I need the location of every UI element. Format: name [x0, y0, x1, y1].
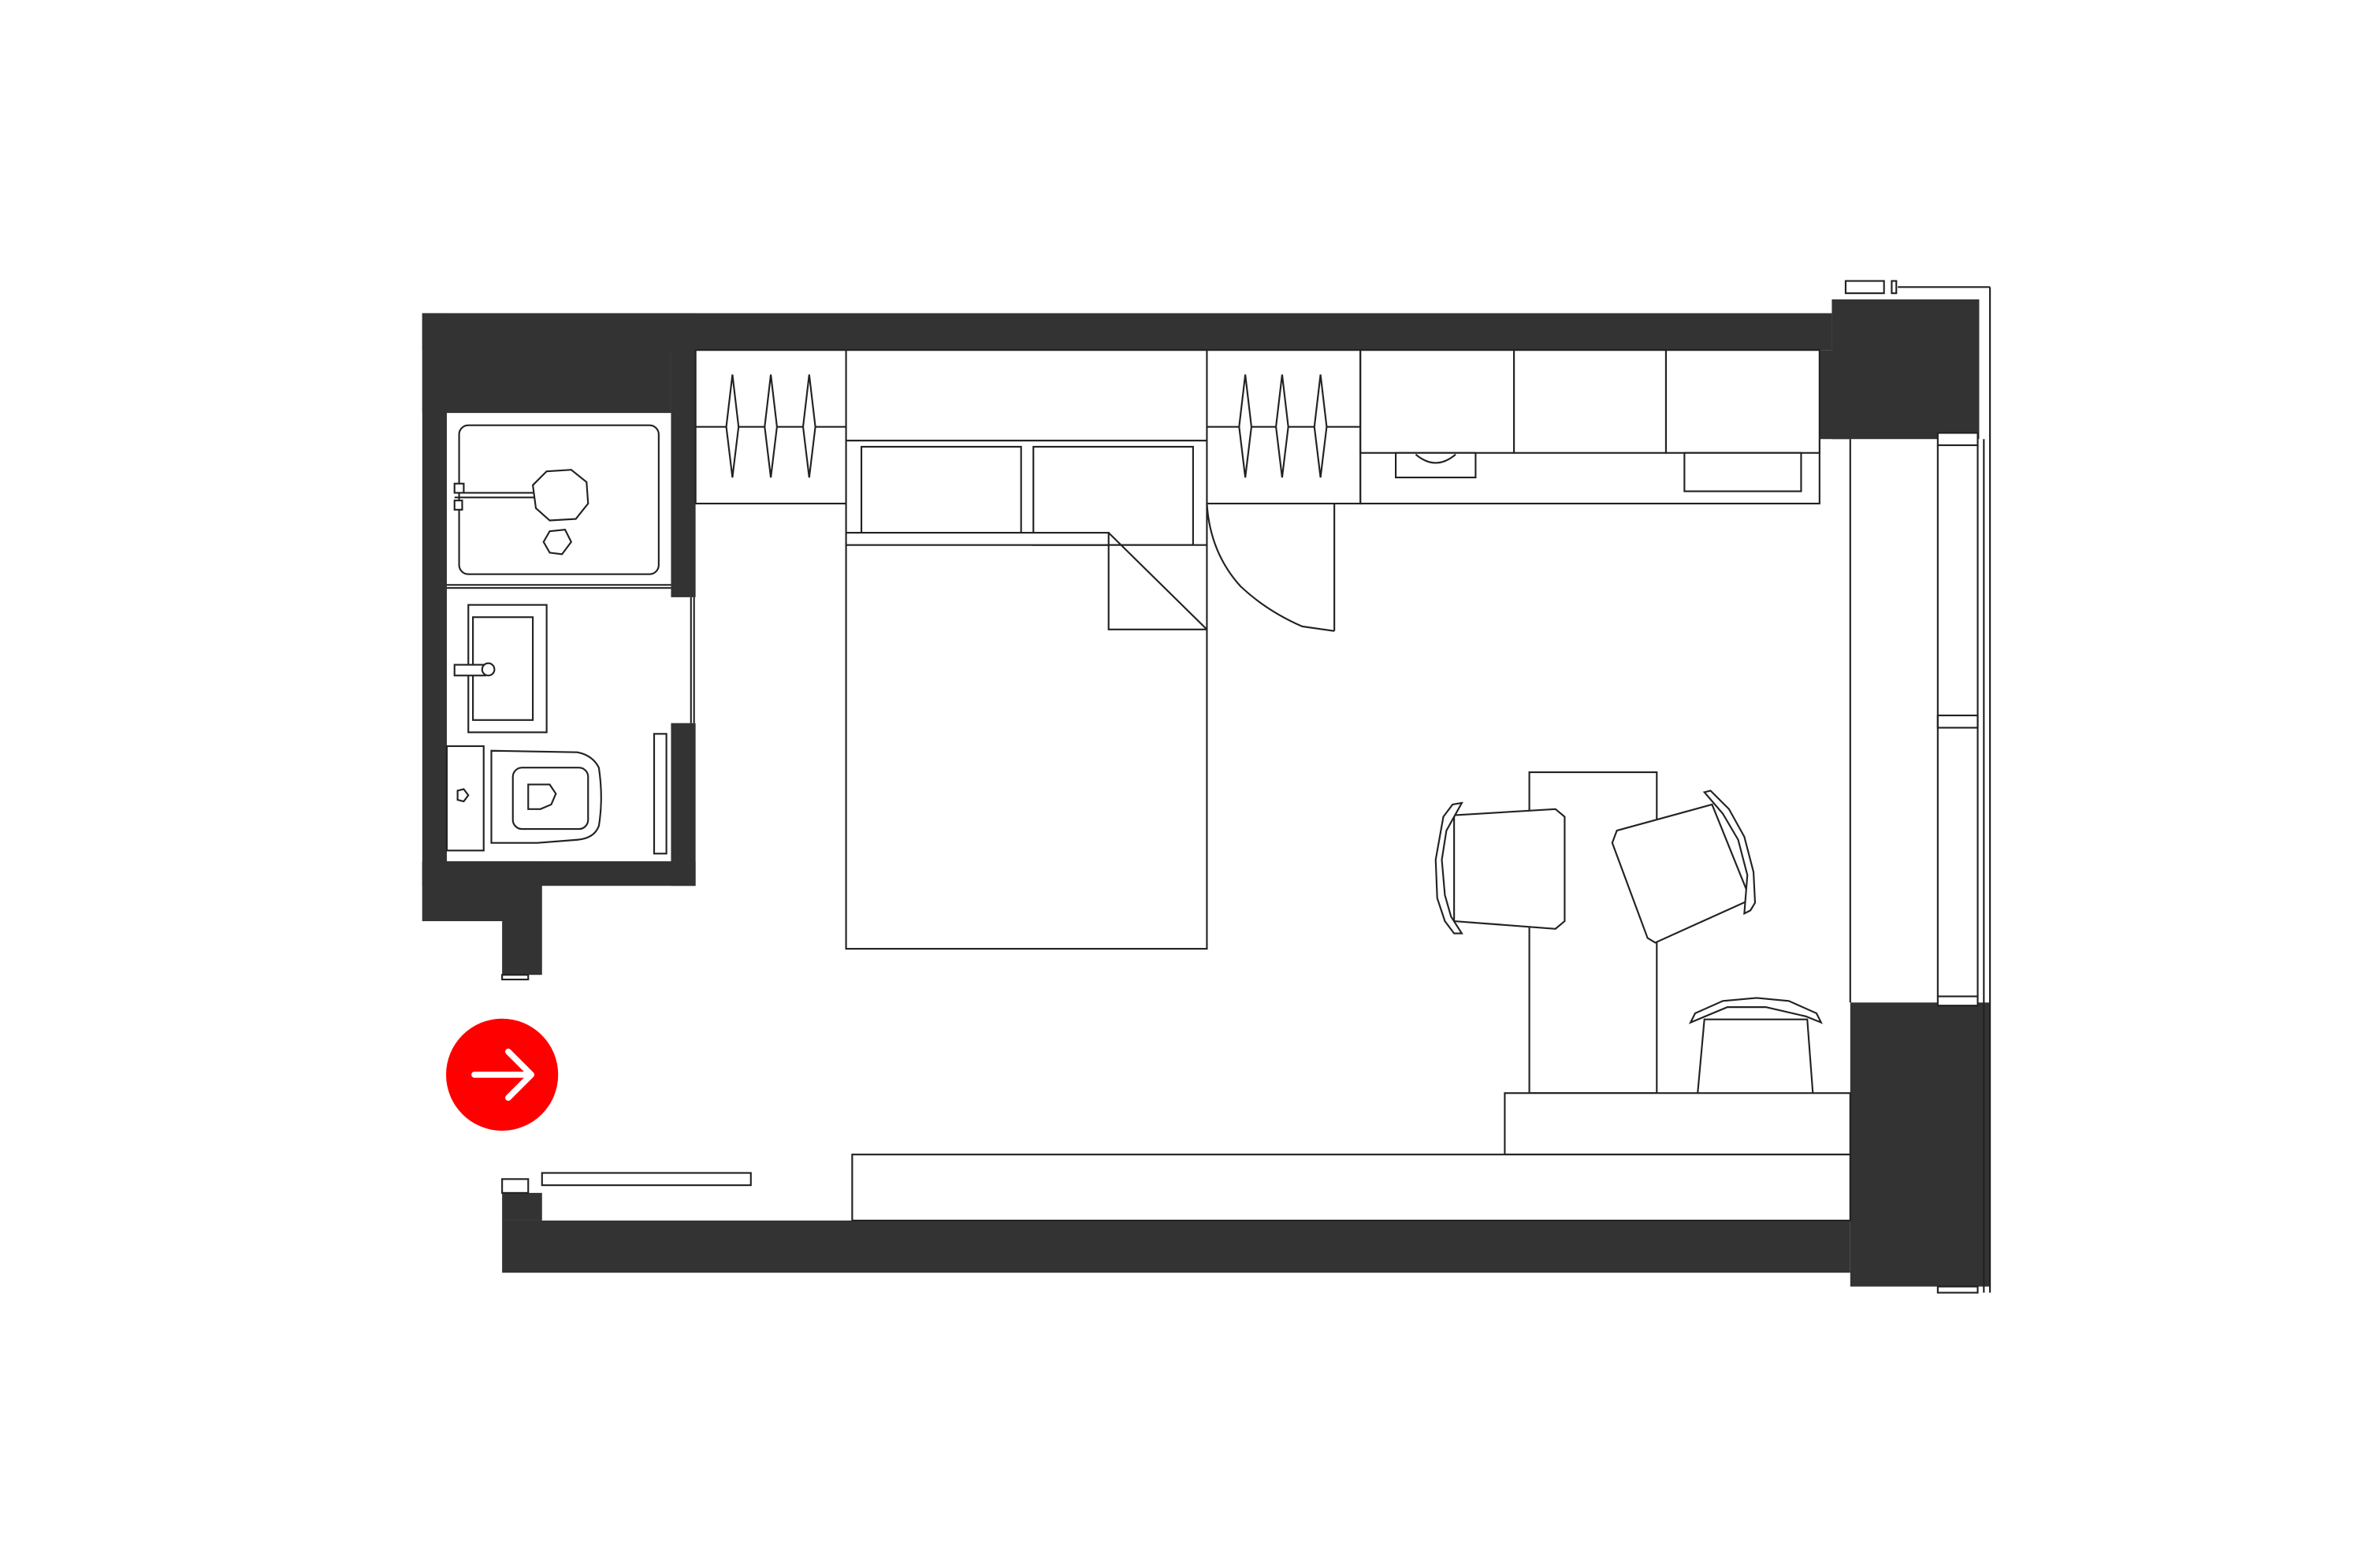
dining-area	[541, 771, 1851, 1222]
entry-jamb-cap	[501, 974, 530, 981]
entry-jamb-upper	[502, 921, 542, 976]
bathroom-right-wall-lower	[671, 723, 696, 886]
chair-back	[1688, 997, 1823, 1024]
ac-unit	[1844, 280, 1885, 295]
bathroom-corner	[422, 861, 542, 922]
bed	[845, 349, 1208, 950]
hanger-icon	[725, 374, 740, 478]
nightstand-right	[1032, 445, 1194, 546]
window	[1844, 280, 1991, 1293]
entry-marker[interactable]	[446, 1018, 559, 1131]
bench	[851, 1154, 1851, 1222]
right-lower-column	[1850, 1002, 1991, 1287]
right-lower-cap	[1936, 1285, 1979, 1294]
chair	[1611, 803, 1752, 944]
sink	[1395, 452, 1477, 479]
chair	[1453, 808, 1566, 930]
left-wall	[422, 313, 447, 922]
kitchenette	[1359, 349, 1820, 505]
wardrobe-left	[694, 349, 847, 505]
hanger-icon	[1238, 374, 1253, 478]
faucet	[453, 663, 486, 677]
nightstand-left	[860, 445, 1022, 534]
desk	[1504, 1092, 1851, 1156]
shower-head	[531, 469, 589, 522]
right-upper-column-edge	[1819, 350, 1850, 440]
upper-cabinet	[1664, 349, 1820, 454]
pillow-line	[845, 532, 1110, 546]
entry-jamb-lower	[502, 1192, 542, 1221]
chair-back	[1434, 801, 1463, 935]
upper-cabinet	[1513, 349, 1668, 454]
upper-cabinet	[1359, 349, 1515, 454]
toilet-flush	[456, 788, 470, 803]
folded-blanket	[1107, 544, 1208, 630]
hanger-icon	[801, 374, 816, 478]
bottom-wall	[502, 1220, 1850, 1273]
bathroom-right-wall-upper	[671, 313, 696, 597]
entry-jamb-lower-cap	[501, 1178, 530, 1194]
walls	[422, 299, 1991, 1294]
bathroom-top-wall	[422, 313, 671, 414]
wardrobe-right	[1206, 349, 1362, 505]
entry-shelf	[541, 1172, 752, 1187]
drain	[542, 529, 573, 556]
right-upper-column	[1831, 299, 1980, 440]
hanger-icon	[1313, 374, 1328, 478]
arrow-right-icon	[471, 1048, 535, 1101]
headboard-shelf	[845, 349, 1208, 442]
hanger-icon	[1275, 374, 1289, 478]
door	[1206, 503, 1336, 632]
cooktop	[1683, 452, 1802, 492]
bathroom	[445, 424, 695, 855]
towel-rail	[653, 733, 668, 855]
chair-back	[1702, 790, 1757, 916]
hanger-icon	[764, 374, 778, 478]
